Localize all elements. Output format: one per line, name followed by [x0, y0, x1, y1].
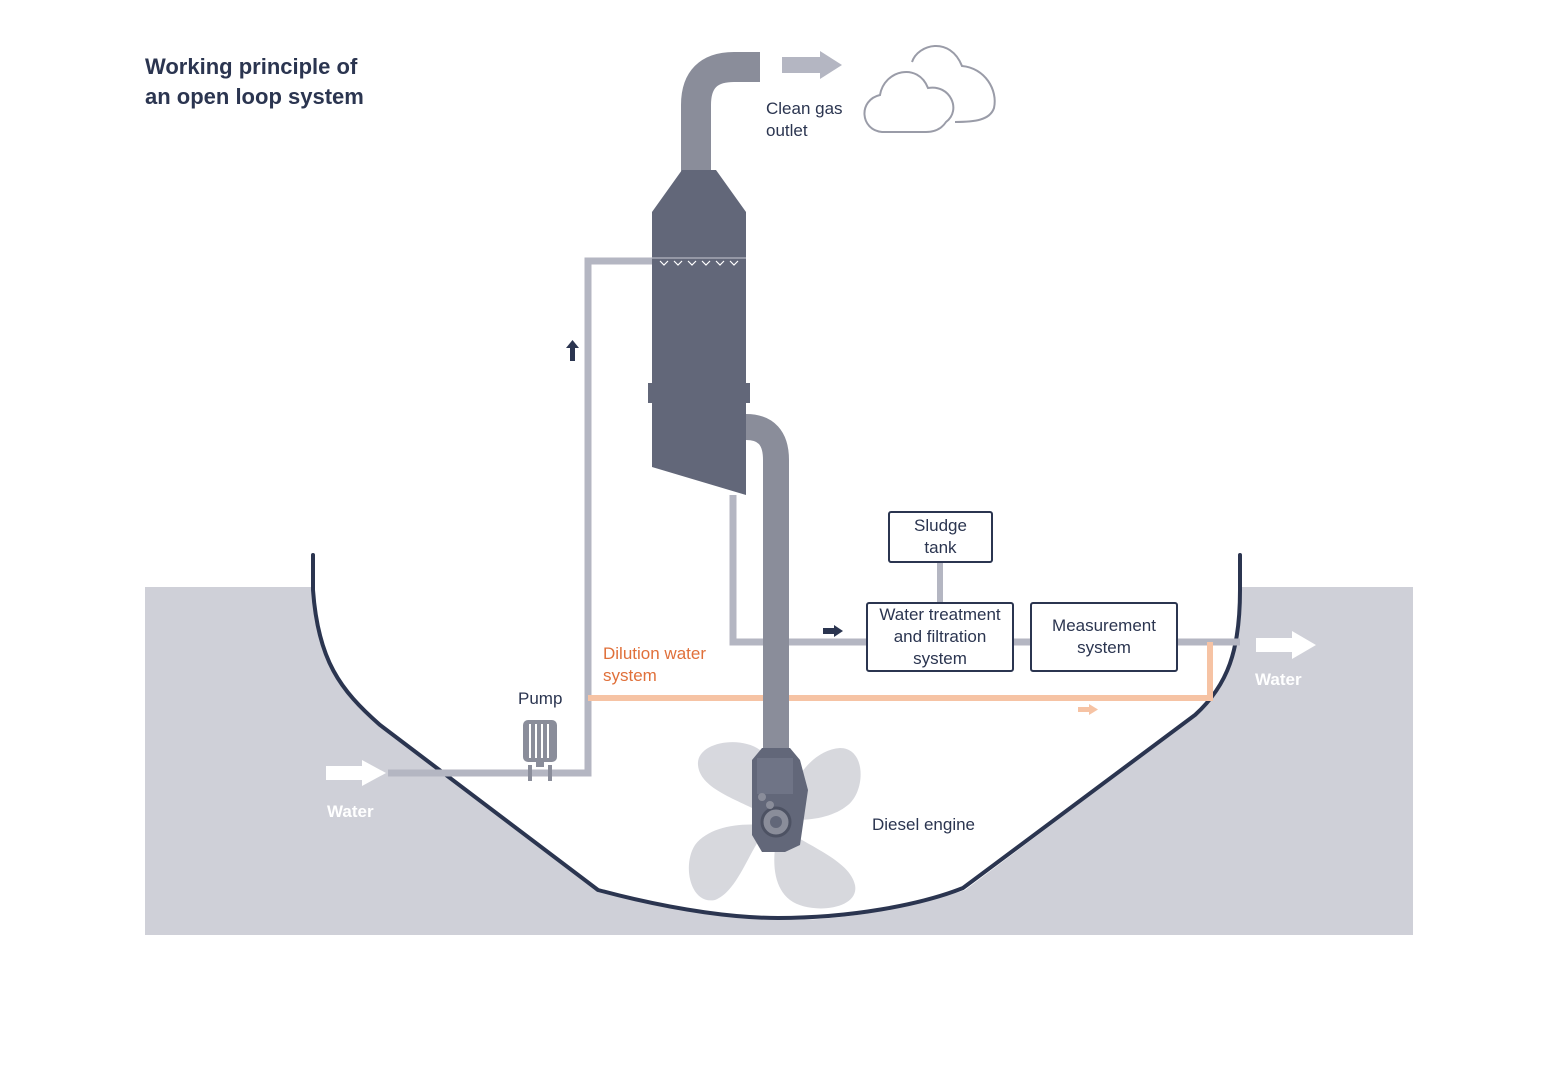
sludge-line-1: Sludge: [914, 516, 967, 535]
dilution-water-pipe: [588, 642, 1213, 701]
arrow-right-icon: [1078, 704, 1098, 715]
spray-nozzles: [652, 257, 746, 266]
arrow-right-icon: [1256, 631, 1316, 659]
water-treatment-box: Water treatment and filtration system: [866, 602, 1014, 672]
clean-gas-label-line-1: Clean gas: [766, 99, 843, 118]
wash-water-discharge-pipe: [729, 495, 866, 646]
treatment-line-2: and filtration: [893, 627, 987, 646]
dilution-label-line-2: system: [603, 666, 657, 685]
engine-icon: [752, 748, 808, 852]
title-line-2: an open loop system: [145, 84, 364, 109]
scrubber-flange: [648, 383, 750, 403]
sludge-line-2: tank: [924, 538, 957, 557]
treatment-line-1: Water treatment: [879, 605, 1001, 624]
clean-gas-pipe: [681, 52, 760, 175]
treatment-line-3: system: [913, 649, 967, 668]
water-inlet-label: Water: [327, 802, 374, 821]
wash-water-supply-pipe: [388, 257, 652, 777]
scrubber-tower: [652, 170, 746, 495]
diesel-engine-label: Diesel engine: [872, 815, 976, 834]
arrow-right-icon: [823, 625, 843, 637]
arrow-up-icon: [566, 340, 579, 361]
exhaust-inlet-pipe: [745, 414, 789, 755]
water-outlet-label: Water: [1255, 670, 1302, 689]
pump-icon: [523, 720, 557, 781]
sludge-tank-box: Sludge tank: [888, 511, 993, 563]
clean-gas-outlet-label: Clean gas outlet: [766, 98, 843, 142]
cloud-icon: [863, 45, 996, 133]
measurement-system-box: Measurement system: [1030, 602, 1178, 672]
title-line-1: Working principle of: [145, 54, 358, 79]
arrow-right-icon: [326, 760, 386, 786]
pump-label: Pump: [518, 689, 563, 708]
measurement-line-1: Measurement: [1052, 616, 1156, 635]
arrow-right-icon: [782, 51, 842, 79]
clean-gas-label-line-2: outlet: [766, 121, 808, 140]
diagram-title: Working principle of an open loop system: [145, 52, 364, 112]
dilution-label-line-1: Dilution water: [603, 644, 706, 663]
ship-hull: [311, 553, 1242, 921]
dilution-water-label: Dilution water system: [603, 643, 706, 687]
measurement-line-2: system: [1077, 638, 1131, 657]
sea-water-area: [145, 587, 1413, 935]
